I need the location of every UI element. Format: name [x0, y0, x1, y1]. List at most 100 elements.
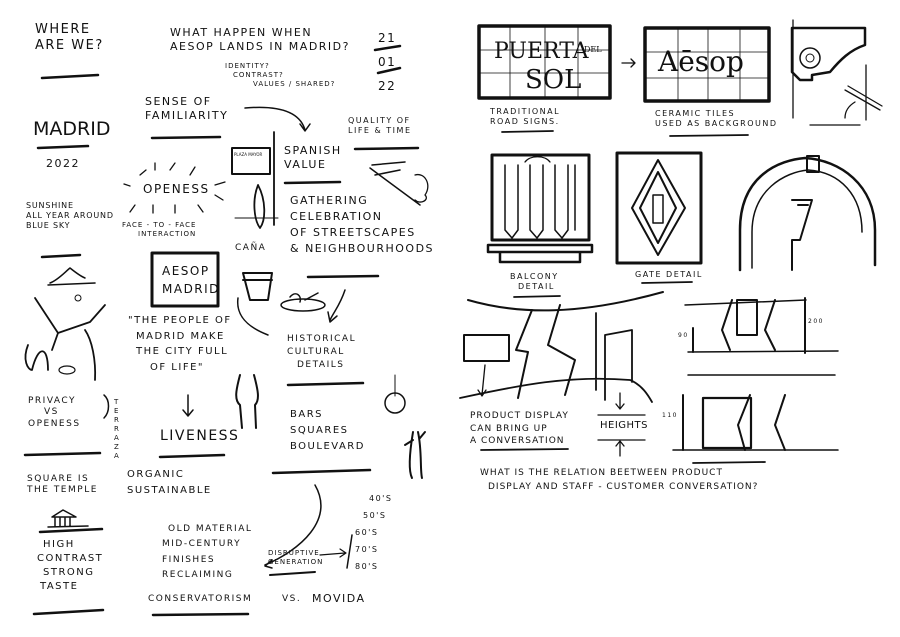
text-line: CULTURAL: [287, 347, 345, 358]
text-line: SENSE OF: [145, 95, 212, 108]
text-line: SUNSHINE: [26, 201, 74, 210]
text-line: CAN BRING UP: [470, 423, 548, 434]
text-line: OPENESS: [28, 418, 81, 429]
text-line: INTERACTION: [138, 229, 197, 238]
sub-questions: IDENTITY?CONTRAST?VALUES / SHARED?: [225, 62, 335, 88]
text-line: PRIVACY: [28, 396, 77, 406]
text-line: ARE WE?: [35, 38, 104, 54]
decade: 50'S: [363, 511, 387, 520]
text-line: WHAT IS THE RELATION BEETWEEN PRODUCT: [480, 468, 723, 478]
text-line: DISRUPTIVE: [268, 549, 320, 557]
text-line: CONTRAST: [37, 553, 104, 564]
decade: 70'S: [355, 545, 379, 554]
text-line: CONTRAST?: [233, 70, 284, 79]
text-line: HIGH: [43, 539, 75, 550]
text-line: THE CITY FULL: [136, 346, 229, 357]
text-line: WHAT HAPPEN WHEN: [170, 26, 313, 39]
year: 2022: [46, 157, 80, 170]
text-line: THE TEMPLE: [27, 485, 98, 496]
text-line: VALUES / SHARED?: [253, 79, 336, 88]
aesop-tile-sign: Aēsop: [658, 45, 744, 78]
text-line: BALCONY: [510, 272, 559, 281]
text-line: GATHERING: [290, 194, 369, 207]
cana-label: CAÑA: [235, 243, 267, 253]
relation-question: WHAT IS THE RELATION BEETWEEN PRODUCT DIS…: [480, 466, 758, 495]
text-line: DETAILS: [297, 360, 345, 371]
terraza-vertical: TERRAZA: [114, 398, 119, 460]
text-line: GENERATION: [268, 557, 324, 566]
text-line: LIFE & TIME: [348, 126, 412, 135]
text-line: SQUARES: [290, 425, 349, 436]
text-line: AESOP LANDS IN MADRID?: [170, 39, 350, 53]
heights-label: HEIGHTS: [600, 420, 649, 431]
openess: OPENESS: [143, 182, 210, 196]
text-line: ORGANIC: [127, 469, 185, 480]
text-line: FINISHES: [162, 554, 216, 565]
conservatorism: CONSERVATORISM: [148, 594, 253, 604]
text-line: & NEIGHBOURHOODS: [290, 241, 435, 255]
text-line: MADRID MAKE: [136, 330, 225, 342]
text-line: SPANISH: [284, 144, 342, 157]
text-line: BLUE SKY: [26, 221, 71, 230]
text-line: VALUE: [284, 157, 327, 171]
old-material: OLD MATERIAL MID-CENTURY FINISHES RECLAIMIN…: [162, 522, 252, 583]
text-line: FACE - TO - FACE: [122, 221, 197, 229]
text-line: QUALITY OF: [348, 116, 411, 125]
organic-sustainable: ORGANIC SUSTAINABLE: [127, 467, 212, 499]
text-line: ALL YEAR AROUND: [26, 211, 114, 220]
movida: MOVIDA: [312, 592, 366, 605]
text-line: HISTORICAL: [287, 334, 357, 344]
text-line: IDENTITY?: [225, 62, 270, 70]
text-line: CELEBRATION: [290, 209, 383, 223]
dimension-110: 110: [662, 412, 678, 419]
text-line: ROAD SIGNS.: [490, 117, 560, 126]
vs-label: VS.: [282, 594, 302, 604]
puerta-sign-del: DEL: [584, 45, 602, 54]
gate-detail: GATE DETAIL: [635, 270, 703, 279]
text-line: CERAMIC TILES: [655, 109, 736, 118]
text-line: BOULEVARD: [290, 441, 365, 452]
text-line: OF LIFE": [150, 361, 204, 373]
text-line: BARS: [290, 409, 323, 420]
dimension-90: 90: [678, 332, 689, 339]
decades-list: 40'S 50'S 60'S 70'S 80'S: [355, 490, 392, 575]
date-year: 22: [378, 79, 397, 93]
text-line: VS: [44, 407, 59, 418]
bars-squares-boulevard: BARS SQUARES BOULEVARD: [290, 407, 365, 455]
text-line: RECLAIMING: [162, 569, 234, 580]
decade: 40'S: [369, 494, 393, 503]
text-line: TRADITIONAL: [490, 107, 561, 116]
text-line: DISPLAY AND STAFF - CUSTOMER CONVERSATIO…: [488, 482, 759, 493]
text-line: FAMILIARITY: [145, 108, 229, 122]
date-month: 01: [378, 55, 397, 69]
plaza-sign-label: PLAZA MAYOR: [234, 152, 263, 157]
madrid-title: MADRID: [33, 118, 111, 140]
liveness: LIVENESS: [160, 428, 240, 444]
text-line: SUSTAINABLE: [127, 485, 212, 496]
dimension-200: 200: [808, 318, 824, 325]
puerta-sign-sol: SOL: [525, 65, 582, 95]
puerta-sign-text: PUERTA: [494, 39, 589, 64]
text-line: A CONVERSATION: [470, 436, 565, 447]
text-line: MID-CENTURY: [162, 539, 242, 550]
text-line: SQUARE IS: [27, 474, 90, 484]
decade: 80'S: [355, 562, 379, 571]
decade: 60'S: [355, 528, 379, 537]
text-line: OLD MATERIAL: [168, 524, 253, 534]
text-line: STRONG: [43, 567, 95, 578]
